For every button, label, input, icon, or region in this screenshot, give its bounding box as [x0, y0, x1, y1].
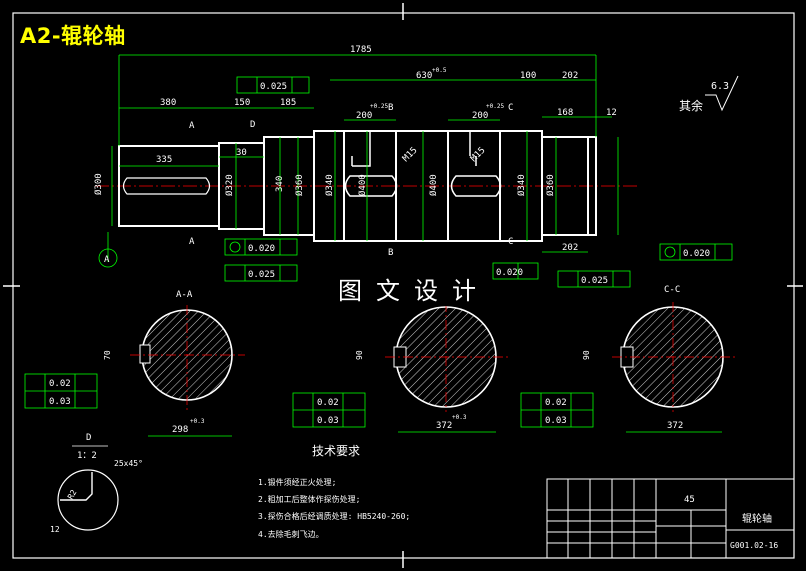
tech-item-4: 4.去除毛刺飞边。 — [258, 529, 324, 539]
roughness-value: 6.3 — [711, 81, 729, 92]
section-c-key-width: 90 — [582, 350, 591, 360]
tol-par-2: 0.03 — [317, 416, 339, 426]
watermark-text: 图文设计 — [336, 271, 492, 306]
detail-d-scale: 1：2 — [77, 451, 97, 461]
tol-mid-right: 0.020 — [496, 268, 523, 278]
dim-380: 380 — [160, 98, 176, 108]
tol-par-1: 0.03 — [49, 397, 71, 407]
dim-200-tol-a: +0.25 — [370, 103, 388, 110]
svg-text:A: A — [104, 255, 110, 265]
dim-100: 100 — [520, 71, 536, 81]
dim-30: 30 — [236, 148, 247, 158]
dim-dia360b: Ø360 — [545, 174, 556, 196]
tol-sym-1: 0.02 — [49, 379, 71, 389]
label-b-bottom: B — [388, 248, 393, 258]
dimension-lines — [107, 54, 619, 262]
tech-item-2: 2.粗加工后整体作探伤处理; — [258, 494, 360, 504]
tech-item-1: 1.锻件须经正火处理; — [258, 477, 336, 487]
dim-dia400b: Ø400 — [428, 174, 439, 196]
label-a-top: A — [189, 121, 195, 131]
dim-dia340b: Ø340 — [324, 174, 335, 196]
label-aa: A-A — [176, 290, 193, 300]
dim-total-length: 1785 — [350, 45, 372, 55]
dim-200a: 200 — [356, 111, 372, 121]
drawing-title: A2-辊轮轴 — [20, 24, 126, 48]
dim-dia400a: Ø400 — [357, 174, 368, 196]
title-block-text: 45 辊轮轴 G001.02-16 — [684, 495, 778, 550]
dim-m15b: M15 — [469, 146, 488, 165]
section-b-key-width: 90 — [355, 350, 364, 360]
dim-dia320: Ø320 — [224, 174, 235, 196]
section-a-key-width: 70 — [103, 350, 112, 360]
dim-630-tol: +0.5 — [432, 67, 447, 74]
section-b-dim-tol: +0.3 — [452, 414, 467, 421]
datum-marker: A — [98, 248, 118, 268]
detail-d-label: D — [86, 433, 91, 443]
label-d: D — [250, 120, 255, 130]
dim-202-top: 202 — [562, 71, 578, 81]
dim-dia340c: Ø340 — [516, 174, 527, 196]
tb-code: G001.02-16 — [730, 541, 778, 550]
label-a-bottom: A — [189, 237, 195, 247]
label-cc: C-C — [664, 285, 680, 295]
tol-perp-left: 0.025 — [248, 270, 275, 280]
dim-200-tol-b: +0.25 — [486, 103, 504, 110]
tb-material: 45 — [684, 495, 695, 505]
tech-heading: 技术要求 — [312, 444, 360, 458]
dim-m15a: M15 — [401, 146, 420, 165]
tb-name: 辊轮轴 — [742, 512, 772, 525]
section-a-a: 70 298 +0.3 — [103, 305, 245, 437]
section-labels: D A A B B C C A-A C-C — [176, 103, 680, 300]
section-c-dim: 372 — [667, 421, 683, 431]
section-c-c: 90 372 — [582, 302, 737, 433]
dim-dia360a: Ø360 — [294, 174, 305, 196]
tol-sym-3: 0.02 — [545, 398, 567, 408]
tol-conc-left: 0.020 — [248, 244, 275, 254]
tol-conc-right: 0.020 — [683, 249, 710, 259]
tol-top-runout: 0.025 — [260, 82, 287, 92]
drawing-frame — [3, 3, 803, 568]
tech-item-3: 3.探伤合格后经调质处理: HB5240-260; — [258, 511, 410, 521]
tolerance-values: 0.025 0.020 0.025 0.020 0.025 0.020 0.02… — [49, 82, 710, 426]
label-c-bottom: C — [508, 237, 513, 247]
section-b-dim: 372 — [436, 421, 452, 431]
dim-12: 12 — [606, 108, 617, 118]
dim-202-bottom: 202 — [562, 243, 578, 253]
detail-d: D 1：2 25x45° R2 12 — [50, 433, 143, 534]
dimension-texts: 1785 630 +0.5 100 202 380 150 185 200 20… — [93, 45, 617, 253]
shaft-outline — [118, 130, 597, 242]
title-block — [546, 478, 795, 559]
dim-185: 185 — [280, 98, 296, 108]
tech-requirements: 技术要求 1.锻件须经正火处理; 2.粗加工后整体作探伤处理; 3.探伤合格后经… — [258, 444, 410, 539]
tol-perp-right: 0.025 — [581, 276, 608, 286]
dim-200b: 200 — [472, 111, 488, 121]
section-a-dim-tol: +0.3 — [190, 418, 205, 425]
dim-150: 150 — [234, 98, 250, 108]
section-a-dim: 298 — [172, 425, 188, 435]
dim-dia300: Ø300 — [93, 173, 104, 195]
tolerance-frames — [24, 76, 733, 428]
label-b-top: B — [388, 103, 393, 113]
detail-d-chamfer: 25x45° — [114, 459, 143, 468]
dim-dia340a: 340 — [275, 176, 285, 192]
detail-d-r2: R2 — [66, 488, 79, 501]
dim-630: 630 — [416, 71, 432, 81]
label-c-top: C — [508, 103, 513, 113]
roughness-symbol: 其余 6.3 — [679, 75, 739, 113]
tol-par-3: 0.03 — [545, 416, 567, 426]
roughness-label: 其余 — [679, 98, 703, 113]
section-b-b: 90 372 +0.3 — [355, 302, 510, 433]
detail-d-w12: 12 — [50, 525, 60, 534]
dim-335: 335 — [156, 155, 172, 165]
tol-sym-2: 0.02 — [317, 398, 339, 408]
dim-168: 168 — [557, 108, 573, 118]
